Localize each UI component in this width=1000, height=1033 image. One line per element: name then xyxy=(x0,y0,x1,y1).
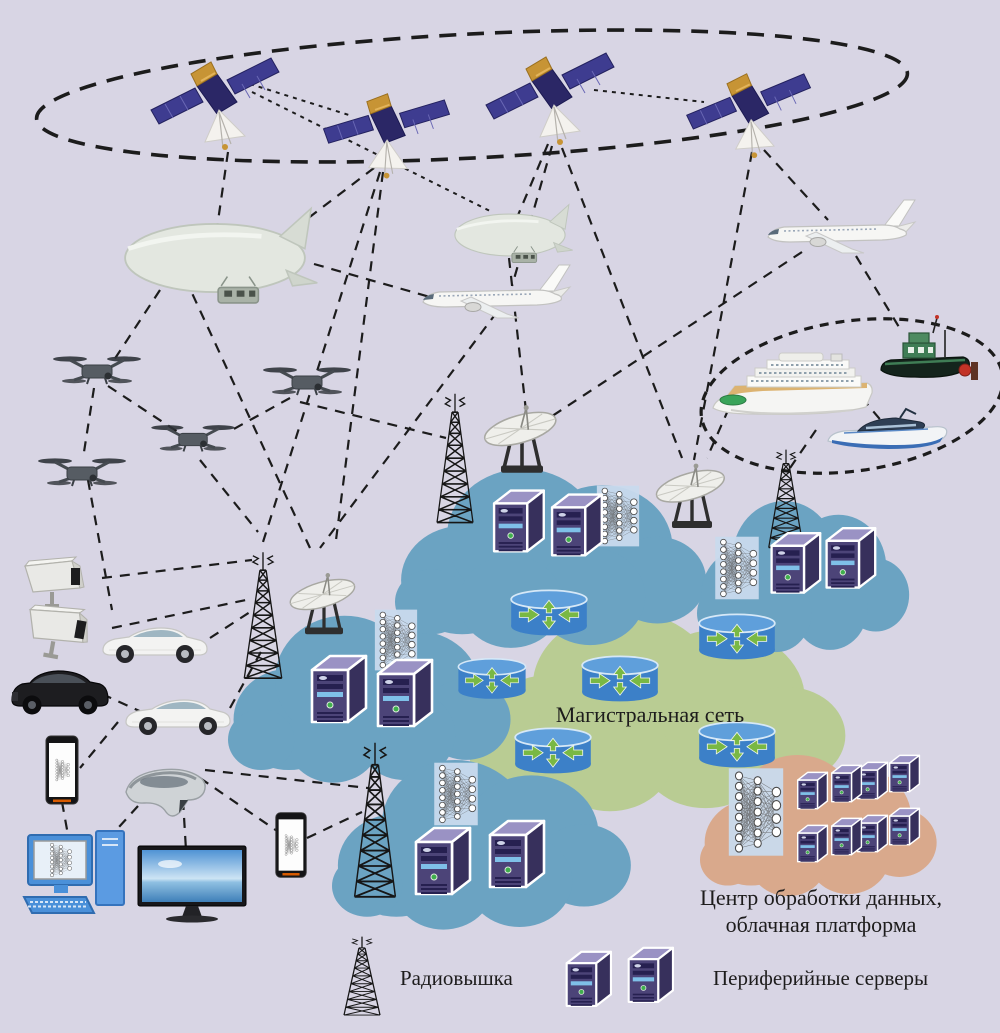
desktop-computer-icon xyxy=(24,831,124,913)
orbit-ellipse xyxy=(34,28,910,164)
legend-edge-servers-label: Периферийные серверы xyxy=(713,966,928,990)
satellite-icon xyxy=(315,79,453,189)
legend-radio-tower-label: Радиовышка xyxy=(400,966,514,990)
datacenter-server-icon xyxy=(856,814,889,853)
ai-model-icon xyxy=(729,768,783,855)
edge-servers-icon xyxy=(565,950,613,1007)
drone-icon xyxy=(51,354,143,386)
surveillance-camera-icon xyxy=(22,600,92,663)
car-icon xyxy=(125,699,231,736)
satellite-icon xyxy=(150,57,280,151)
radio-tower-icon xyxy=(244,552,281,678)
drone-icon xyxy=(149,423,237,453)
datacenter-label-line2: облачная платформа xyxy=(726,912,917,937)
drone-icon xyxy=(36,456,128,488)
backbone-router xyxy=(510,589,588,637)
maritime-group-ellipse xyxy=(699,317,1000,475)
inter-satellite-links xyxy=(249,83,705,213)
vr-headset-icon xyxy=(124,767,207,818)
surveillance-camera-icon xyxy=(23,555,86,610)
satellite-dish-icon xyxy=(479,403,562,475)
suv-icon xyxy=(11,670,109,716)
airship-icon xyxy=(453,203,575,264)
edge-server-icon xyxy=(492,489,545,553)
airplane-icon xyxy=(767,199,916,254)
backbone-router xyxy=(514,727,592,775)
airship-icon xyxy=(125,208,317,303)
edge-servers-icon xyxy=(627,946,675,1003)
backbone-router xyxy=(581,655,659,703)
edge-server-icon xyxy=(488,819,546,889)
cruise-ship-icon xyxy=(712,352,874,416)
datacenter-server-icon xyxy=(796,824,829,863)
ai-model-icon xyxy=(597,486,639,547)
backbone-network-label: Магистральная сеть xyxy=(556,702,744,727)
satellite-icon xyxy=(683,65,813,163)
smartphone-icon xyxy=(276,813,306,878)
car-icon xyxy=(102,627,208,664)
ai-model-icon xyxy=(434,763,478,826)
ai-model-icon xyxy=(715,537,759,600)
backbone-router xyxy=(698,613,776,661)
datacenter-server-icon xyxy=(796,771,829,810)
datacenter-server-icon xyxy=(888,807,921,846)
edge-server-icon xyxy=(310,654,368,724)
edge-server-icon xyxy=(376,658,434,728)
satellite-icon xyxy=(485,52,615,146)
edge-server-icon xyxy=(770,532,822,594)
tugboat-icon xyxy=(879,313,980,382)
datacenter-server-icon xyxy=(830,817,863,856)
datacenter-server-icon xyxy=(830,764,863,803)
smartphone-icon xyxy=(46,736,78,804)
drone-icon xyxy=(261,365,353,397)
legend: Радиовышка Периферийные серверы xyxy=(344,937,928,1015)
edge-server-icon xyxy=(414,826,472,896)
radio-tower-icon xyxy=(344,937,380,1015)
tv-monitor-icon xyxy=(137,845,247,923)
datacenter-label-line1: Центр обработки данных, xyxy=(700,885,942,910)
backbone-router xyxy=(698,721,776,769)
yacht-icon xyxy=(826,407,948,451)
edge-server-icon xyxy=(550,493,603,557)
airplane-icon xyxy=(422,264,571,319)
backbone-router xyxy=(457,657,527,700)
datacenter-server-icon xyxy=(856,761,889,800)
edge-server-icon xyxy=(825,527,877,589)
datacenter-server-icon xyxy=(888,754,921,793)
